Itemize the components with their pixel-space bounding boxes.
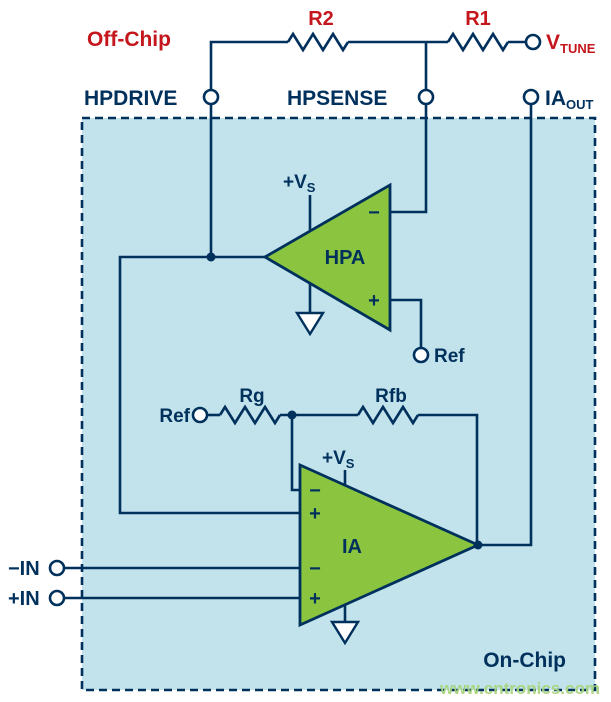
vtune-terminal xyxy=(524,33,542,51)
iaout-terminal xyxy=(522,88,540,106)
label-hpsense: HPSENSE xyxy=(287,87,387,110)
label-hpa: HPA xyxy=(325,247,366,269)
ia-fb-noninverting-input-mark: + xyxy=(309,503,321,525)
ia-inverting-input-mark: − xyxy=(309,558,321,580)
hpa-ref-terminal xyxy=(412,346,430,364)
wire-ia-output xyxy=(478,104,533,547)
label-ia-ref: Ref xyxy=(159,406,190,427)
hpa-inverting-input-mark: − xyxy=(368,202,380,224)
label-vtune: VTUNE xyxy=(546,31,596,56)
resistor-rg-symbol xyxy=(218,404,282,426)
label-off-chip: Off-Chip xyxy=(87,28,171,51)
ia-ref-terminal xyxy=(191,406,209,424)
wire-hpa-output-to-ia-fb xyxy=(118,255,300,515)
label-ia-supply: +VS xyxy=(322,448,355,471)
ia-noninverting-input-mark: + xyxy=(309,588,321,610)
wire-hpdrive-to-r2 xyxy=(209,40,288,90)
wire-rfb-to-ia-output xyxy=(418,413,479,545)
resistor-r1-symbol xyxy=(446,31,510,53)
hpsense-terminal xyxy=(417,88,435,106)
label-hpa-supply: +VS xyxy=(283,172,316,195)
label-hpa-ref: Ref xyxy=(434,346,465,367)
label-plus-in: +IN xyxy=(8,588,40,610)
label-ia: IA xyxy=(342,536,362,558)
minus-in-terminal xyxy=(48,559,66,577)
label-r2: R2 xyxy=(308,8,334,30)
hpdrive-terminal xyxy=(202,88,220,106)
junction-ia-output xyxy=(473,540,483,550)
wire-hpsense-branch xyxy=(390,42,428,214)
label-r1: R1 xyxy=(465,8,491,30)
label-on-chip: On-Chip xyxy=(483,649,566,672)
hpa-opamp xyxy=(262,182,392,333)
watermark: www.cntronics.com xyxy=(439,679,600,698)
resistor-rfb-symbol xyxy=(356,404,420,426)
plus-in-terminal xyxy=(48,589,66,607)
label-hpdrive: HPDRIVE xyxy=(84,87,177,110)
hpa-noninverting-input-mark: + xyxy=(368,290,380,312)
label-rfb: Rfb xyxy=(375,386,407,407)
ia-opamp xyxy=(298,462,482,628)
ia-fb-inverting-input-mark: − xyxy=(309,480,321,502)
resistor-r2-symbol xyxy=(286,31,350,53)
junction-feedback xyxy=(287,410,297,420)
wire-fbnode-to-ia xyxy=(290,415,300,492)
label-minus-in: −IN xyxy=(8,558,40,580)
ia-ground-icon xyxy=(329,620,361,646)
wire-hpa-ref xyxy=(390,298,423,348)
junction-hpa-output xyxy=(206,252,216,262)
label-rg: Rg xyxy=(239,386,264,407)
hpa-ground-icon xyxy=(294,311,326,337)
label-iaout: IAOUT xyxy=(545,87,594,112)
